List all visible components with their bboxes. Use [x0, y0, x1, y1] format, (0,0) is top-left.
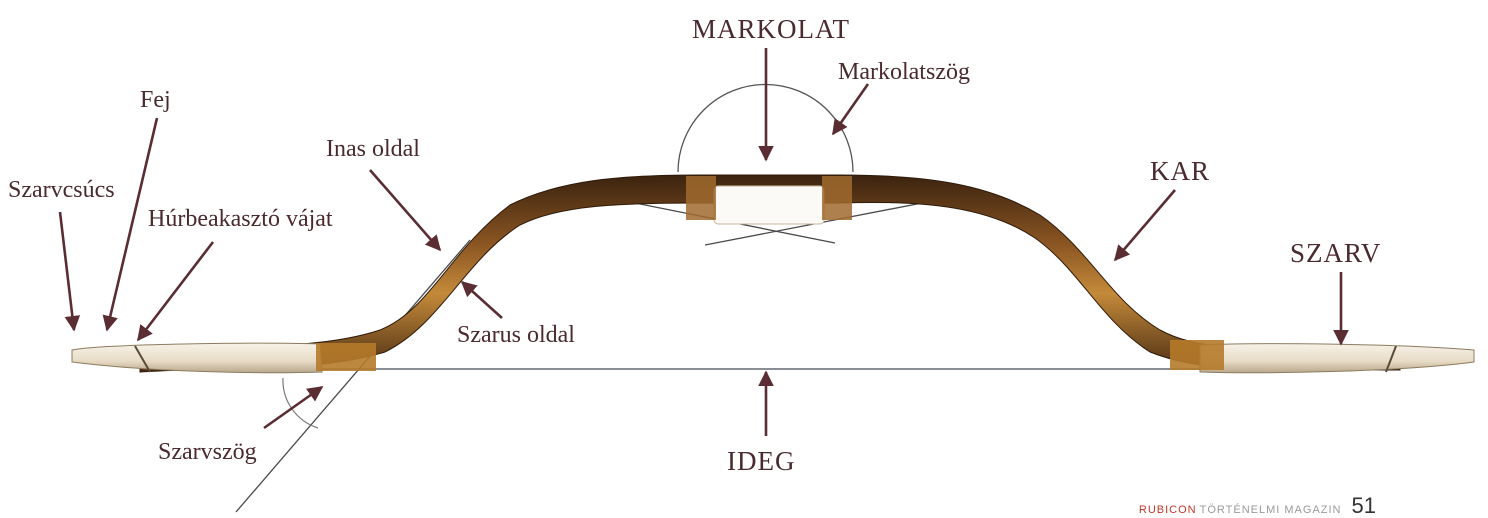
- footer-magazine: TÖRTÉNELMI MAGAZIN: [1200, 504, 1342, 516]
- right-horn-joint: [1170, 340, 1224, 370]
- arrow-markolatszog: [833, 84, 868, 134]
- label-szarv: SZARV: [1290, 240, 1381, 267]
- label-fej: Fej: [140, 88, 171, 112]
- left-horn: [72, 343, 322, 372]
- label-hurbeakaszto: Húrbeakasztó vájat: [148, 207, 333, 231]
- arrow-inas-oldal: [370, 170, 440, 250]
- footer-brand: RUBICON: [1139, 504, 1197, 516]
- label-markolatszog: Markolatszög: [838, 60, 970, 84]
- label-kar: KAR: [1150, 158, 1210, 185]
- arrow-szarvcsucs: [60, 212, 74, 330]
- label-inas-oldal: Inas oldal: [326, 137, 420, 161]
- arrow-kar: [1115, 190, 1175, 260]
- arrow-hurbeakaszto: [138, 242, 213, 340]
- label-ideg: IDEG: [727, 448, 795, 475]
- horn-angle-line: [236, 240, 470, 512]
- grip-wrap-left: [686, 176, 716, 220]
- label-szarvszog: Szarvszög: [158, 440, 257, 464]
- grip-wrap-right: [822, 176, 852, 220]
- label-szarvcsucs: Szarvcsúcs: [8, 178, 115, 202]
- arrow-szarus-oldal: [462, 282, 502, 318]
- grip: [714, 186, 824, 224]
- page-number: 51: [1352, 493, 1376, 518]
- right-horn: [1200, 344, 1474, 373]
- label-markolat: MARKOLAT: [692, 16, 850, 43]
- label-szarus-oldal: Szarus oldal: [457, 323, 575, 347]
- left-horn-joint: [316, 343, 376, 371]
